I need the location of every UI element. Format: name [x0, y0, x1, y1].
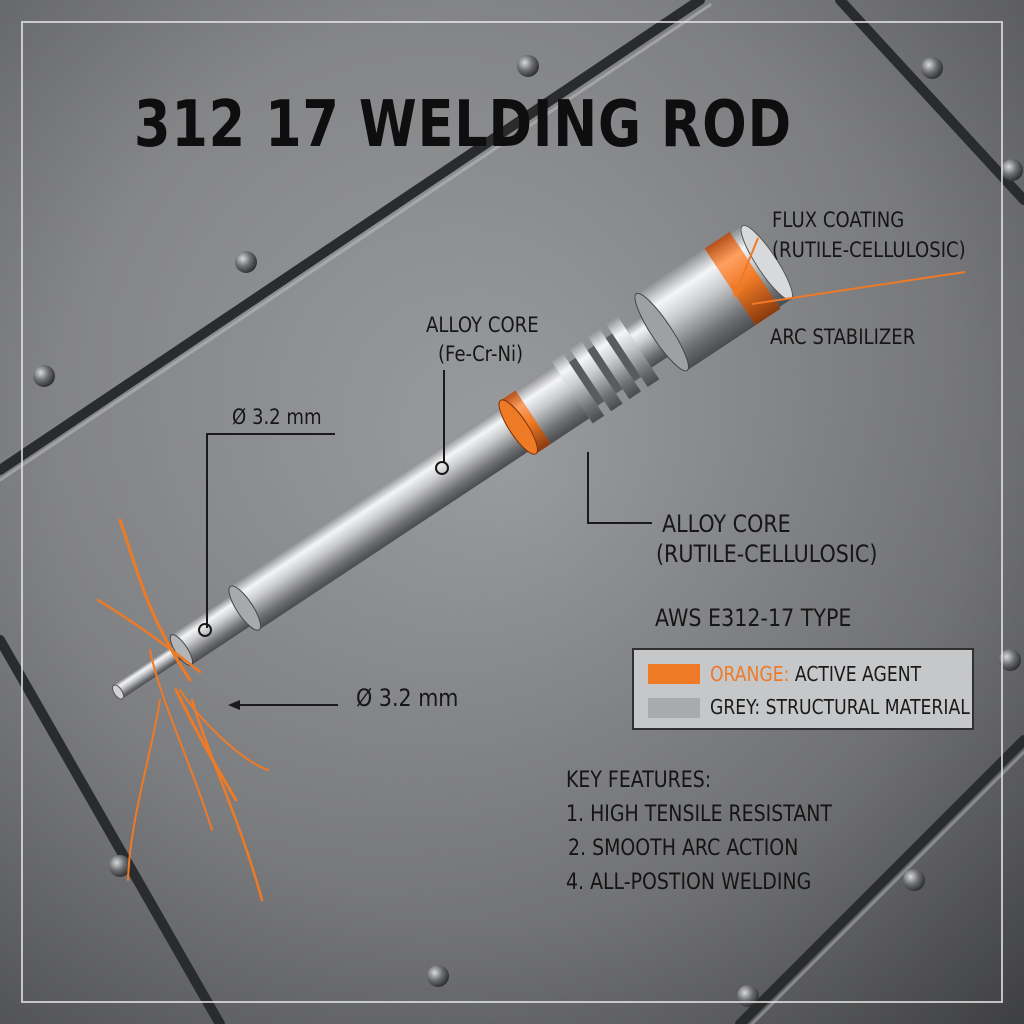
legend-item-grey: GREY: STRUCTURAL MATERIAL [710, 695, 970, 719]
leader-flux-coating-2 [751, 271, 966, 305]
page-title: 312 17 WELDING ROD [134, 88, 792, 162]
leader-lines [198, 370, 652, 710]
rivet [517, 55, 539, 77]
rivet [109, 855, 131, 877]
rod-neck [625, 311, 677, 368]
callout-alloy-core-top-line2: (Fe-Cr-Ni) [438, 342, 524, 366]
feature-item: 1. HIGH TENSILE RESISTANT [566, 802, 832, 827]
rod-main-shaft [230, 404, 535, 630]
rivet [921, 57, 943, 79]
leader-lines-orange [732, 237, 966, 305]
callout-alloy-core-bottom-line1: ALLOY CORE [662, 510, 791, 538]
callout-alloy-core-bottom-line2: (RUTILE-CELLULOSIC) [656, 540, 878, 568]
legend-swatch-orange [648, 664, 700, 684]
rod-collar [515, 365, 590, 444]
callout-diameter-bottom: Ø 3.2 mm [356, 684, 459, 712]
key-features-heading: KEY FEATURES: [566, 768, 712, 793]
rivets [33, 55, 1023, 1007]
feature-item: 2. SMOOTH ARC ACTION [568, 836, 799, 861]
rivet [33, 365, 55, 387]
callout-alloy-core-top-line1: ALLOY CORE [426, 313, 539, 337]
rivet [427, 965, 449, 987]
leader-flux-coating [735, 237, 759, 293]
welding-rod [111, 224, 793, 700]
legend-orange-desc: ACTIVE AGENT [789, 662, 922, 686]
type-label: AWS E312-17 TYPE [655, 604, 852, 632]
image-frame [21, 21, 1003, 1003]
callout-diameter-top: Ø 3.2 mm [232, 405, 322, 429]
legend-orange-key: ORANGE: [710, 662, 790, 686]
leader-alloy-core-bottom [587, 452, 652, 524]
callout-flux-coating-line1: FLUX COATING [772, 208, 905, 232]
rivet [235, 251, 257, 273]
rivet [999, 649, 1021, 671]
legend-grey-desc: STRUCTURAL MATERIAL [760, 695, 970, 719]
rod-head [636, 248, 756, 371]
callout-arc-stabilizer: ARC STABILIZER [770, 325, 916, 349]
sparks [96, 518, 269, 902]
rivet [737, 985, 759, 1007]
rod-tip-wire [113, 641, 190, 699]
rivet [1001, 159, 1023, 181]
legend-swatch-grey [648, 698, 700, 718]
rivet [903, 869, 925, 891]
legend: ORANGE: ACTIVE AGENT GREY: STRUCTURAL MA… [632, 648, 974, 730]
leader-diameter-top [206, 433, 335, 628]
callout-flux-coating-line2: (RUTILE-CELLULOSIC) [772, 238, 966, 262]
legend-grey-key: GREY: [710, 695, 761, 719]
rod-rings [550, 315, 660, 424]
legend-item-orange: ORANGE: ACTIVE AGENT [710, 662, 921, 686]
feature-item: 4. ALL-POSTION WELDING [566, 870, 812, 895]
